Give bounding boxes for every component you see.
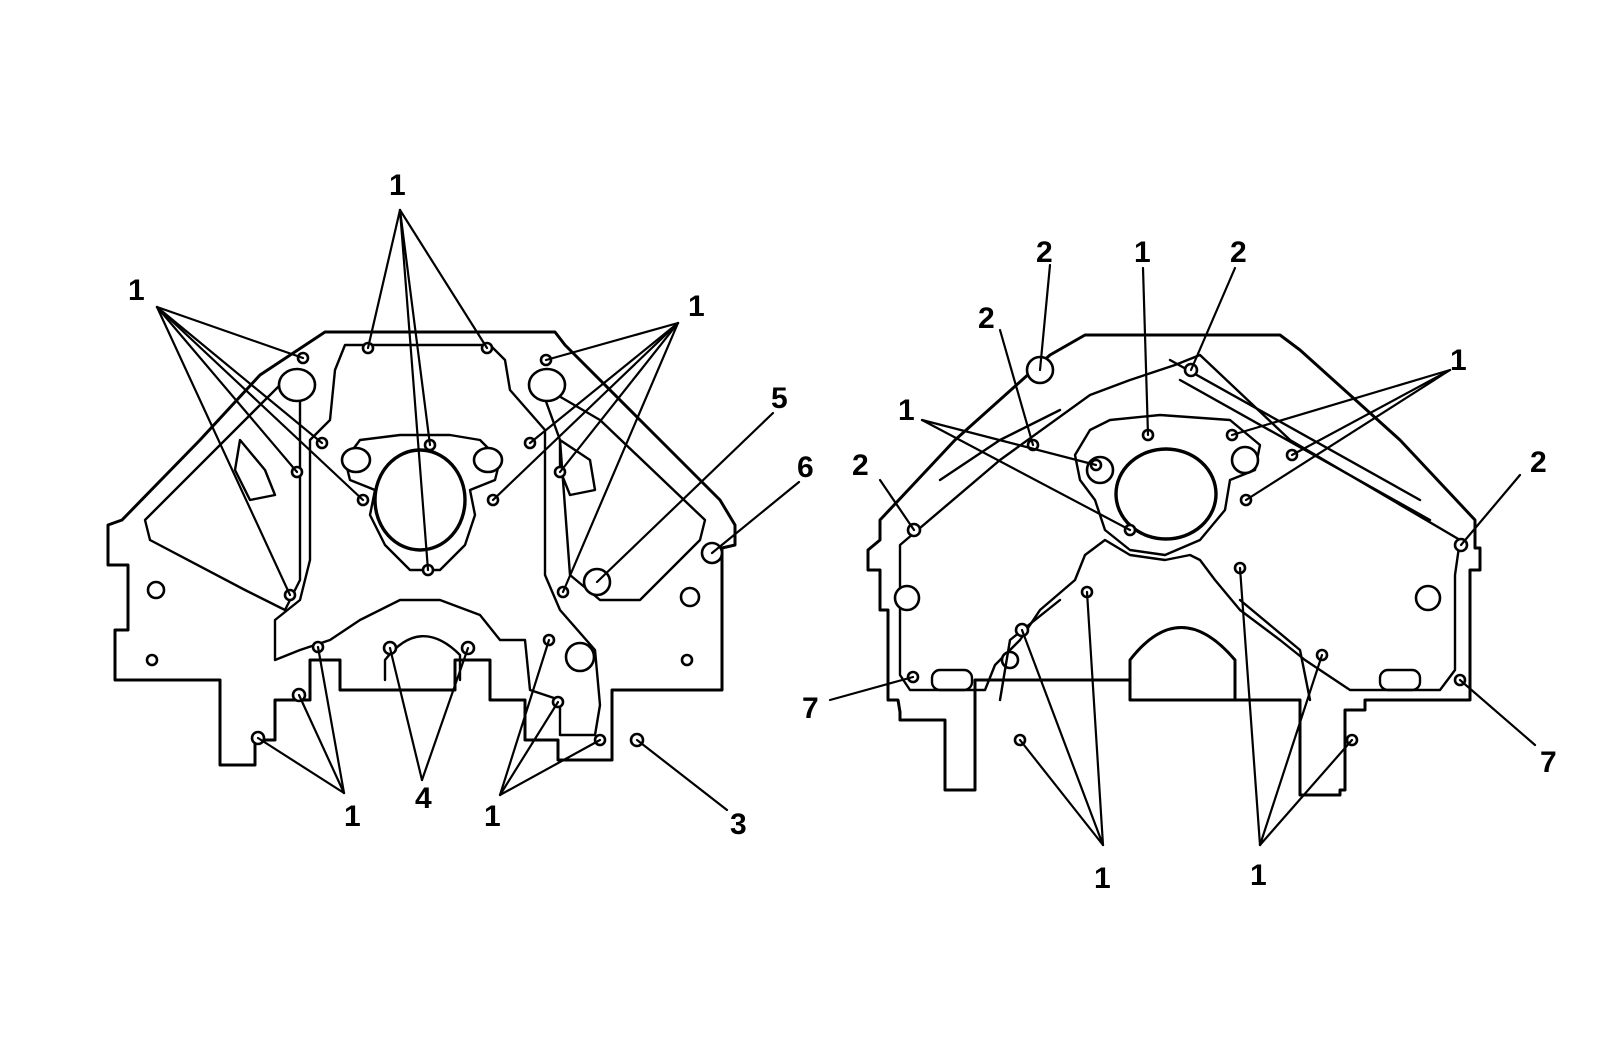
rear-block-view: 2 1 2 2 1 1 2 2 7 7 1 1 — [802, 236, 1557, 895]
callout-rear-1-bottom-left: 1 — [1094, 862, 1111, 895]
callout-rear-2-side-left: 2 — [852, 449, 869, 482]
front-block-outline — [106, 330, 737, 767]
rear-leader-lines — [828, 263, 1537, 847]
callout-rear-2-top-a: 2 — [1036, 236, 1053, 269]
callout-front-1-right: 1 — [688, 290, 705, 323]
front-block-view: 1 1 1 5 6 1 4 1 3 — [106, 169, 814, 841]
callout-rear-1-right: 1 — [1450, 344, 1467, 377]
callout-front-6: 6 — [797, 451, 814, 484]
callout-rear-2-left: 2 — [978, 302, 995, 335]
callout-rear-7-left: 7 — [802, 692, 819, 725]
front-inner-web — [273, 343, 602, 737]
callout-rear-1-bottom-right: 1 — [1250, 859, 1267, 892]
callout-front-1-bottom-mid: 1 — [484, 800, 501, 833]
front-crank-bore — [373, 448, 467, 552]
callout-front-4: 4 — [415, 782, 432, 815]
callout-rear-2-top-b: 2 — [1230, 236, 1247, 269]
rear-block-outline — [866, 333, 1482, 797]
callout-front-1-left: 1 — [128, 274, 145, 307]
callout-front-5: 5 — [771, 382, 788, 415]
callout-rear-7-right: 7 — [1540, 746, 1557, 779]
callout-front-3: 3 — [730, 808, 747, 841]
callout-rear-1-top: 1 — [1134, 236, 1151, 269]
front-leader-lines — [155, 208, 801, 812]
callout-rear-1-left: 1 — [898, 394, 915, 427]
callout-rear-2-side-right: 2 — [1530, 446, 1547, 479]
rear-inner-web — [898, 353, 1462, 692]
rear-crank-bore — [1114, 447, 1218, 541]
callout-front-1-top: 1 — [389, 169, 406, 202]
front-bore-plate — [343, 433, 502, 572]
callout-front-1-bottom-left: 1 — [344, 800, 361, 833]
